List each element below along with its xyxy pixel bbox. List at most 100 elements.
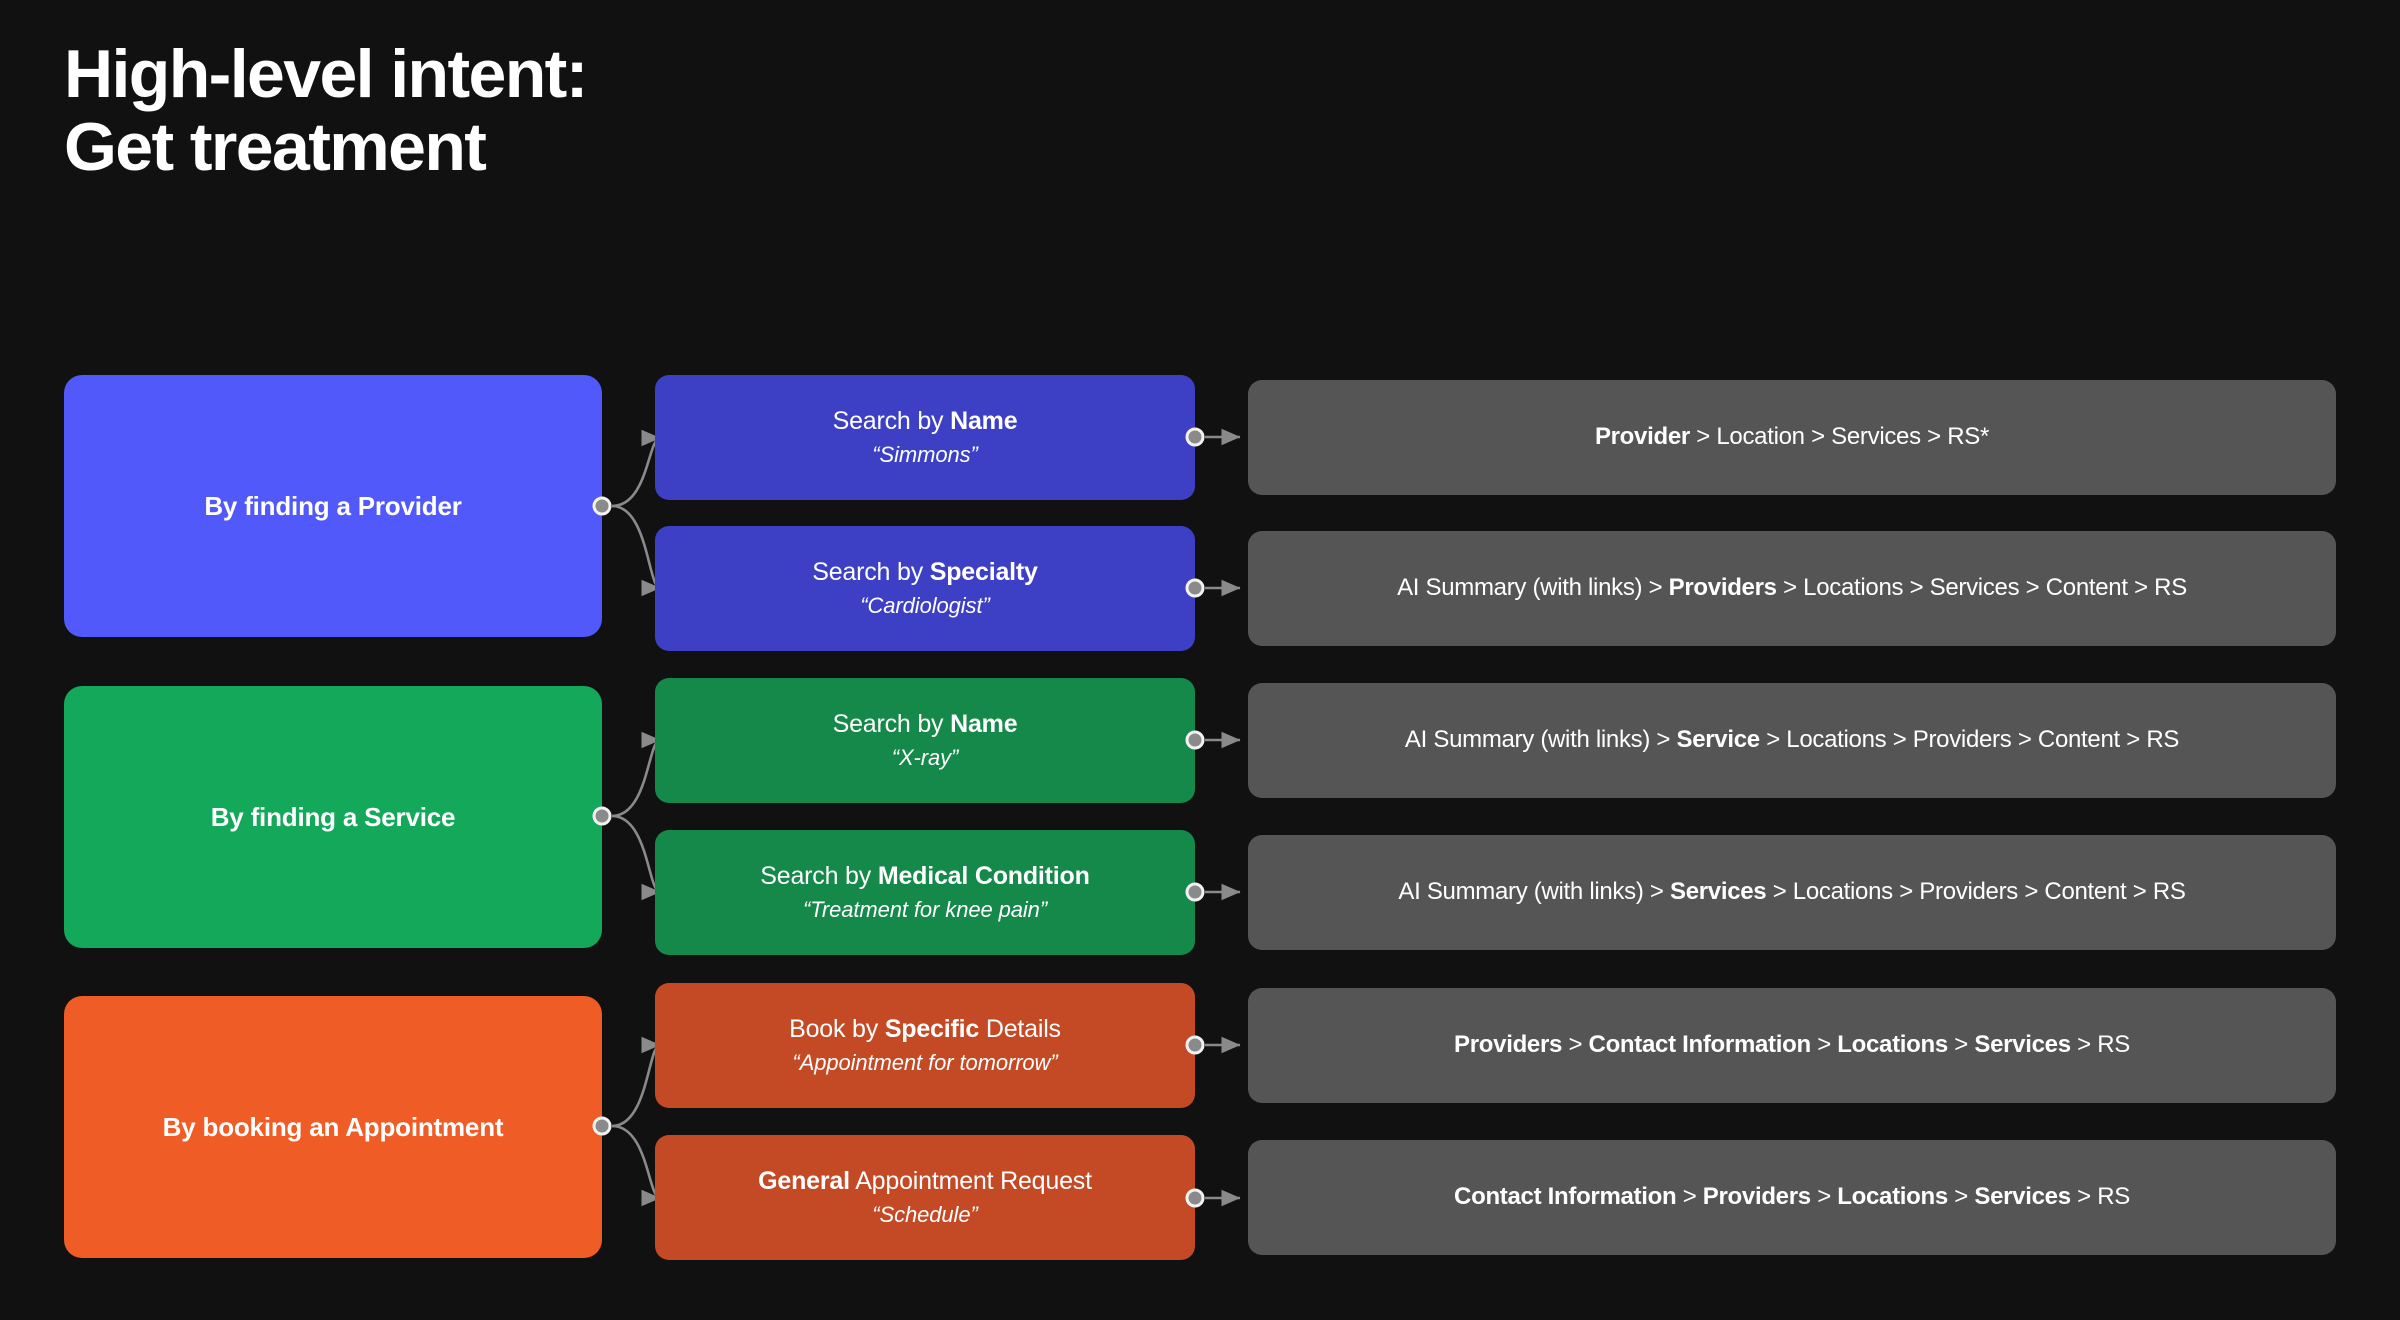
result-separator: > (2019, 574, 2046, 602)
query-title: Book by Specific Details (789, 1014, 1061, 1043)
result-separator: > (2070, 1031, 2098, 1059)
result-segment: Contact Information (1454, 1183, 1677, 1211)
query-example: “Simmons” (872, 442, 978, 468)
result-segment: RS* (1947, 423, 1990, 451)
result-segment: Providers (1912, 726, 2012, 754)
result-segment: Provider (1594, 423, 1690, 451)
result-segment: Locations (1803, 574, 1904, 602)
result-sequence: AI Summary (with links) > Services > Loc… (1398, 878, 2186, 907)
result-segment: AI Summary (with links) (1398, 878, 1644, 906)
result-separator: > (1810, 1183, 1838, 1211)
result-separator: > (1689, 423, 1717, 451)
result-card-appointment-general[interactable]: Contact Information > Providers > Locati… (1248, 1140, 2336, 1255)
result-segment: Locations (1786, 726, 1887, 754)
query-card-appointment-general[interactable]: General Appointment Request “Schedule” (655, 1135, 1195, 1260)
result-separator: > (1759, 726, 1787, 754)
query-example: “Appointment for tomorrow” (792, 1050, 1058, 1076)
result-separator: > (1903, 574, 1930, 602)
result-separator: > (1886, 726, 1913, 754)
result-segment: Providers (1702, 1183, 1811, 1211)
connector-dot-query-appointment-specific (1185, 1035, 1205, 1055)
result-segment: Locations (1837, 1183, 1948, 1211)
query-title: Search by Medical Condition (760, 861, 1090, 890)
result-segment: RS (2152, 878, 2186, 906)
result-segment: Services (1669, 878, 1767, 906)
result-separator: > (1804, 423, 1832, 451)
result-sequence: Providers > Contact Information > Locati… (1454, 1031, 2130, 1060)
query-card-provider-name[interactable]: Search by Name “Simmons” (655, 375, 1195, 500)
result-separator: > (1776, 574, 1804, 602)
result-segment: RS (2146, 726, 2180, 754)
connector-dot-query-provider-specialty (1185, 578, 1205, 598)
result-separator: > (1643, 878, 1670, 906)
result-segment: Services (1974, 1183, 2071, 1211)
result-separator: > (1650, 726, 1677, 754)
query-title: Search by Name (832, 406, 1018, 435)
result-segment: Services (1831, 423, 1921, 451)
result-segment: Content (2045, 574, 2128, 602)
result-segment: Services (1929, 574, 2020, 602)
page-title: High-level intent: Get treatment (64, 36, 588, 185)
result-separator: > (2127, 574, 2155, 602)
result-separator: > (2070, 1183, 2098, 1211)
result-segment: Locations (1837, 1031, 1948, 1059)
result-segment: Providers (1668, 574, 1777, 602)
result-segment: Providers (1454, 1031, 1563, 1059)
result-separator: > (1642, 574, 1669, 602)
result-sequence: Provider > Location > Services > RS* (1595, 423, 1989, 452)
result-segment: AI Summary (with links) (1404, 726, 1651, 754)
result-separator: > (2126, 878, 2153, 906)
query-card-appointment-specific[interactable]: Book by Specific Details “Appointment fo… (655, 983, 1195, 1108)
query-card-service-name[interactable]: Search by Name “X-ray” (655, 678, 1195, 803)
result-card-service-name[interactable]: AI Summary (with links) > Service > Loca… (1248, 683, 2336, 798)
connector-dot-provider (592, 496, 612, 516)
result-separator: > (1562, 1031, 1589, 1059)
query-title: Search by Name (832, 709, 1018, 738)
query-card-provider-specialty[interactable]: Search by Specialty “Cardiologist” (655, 526, 1195, 651)
connector-dot-service (592, 806, 612, 826)
result-separator: > (2011, 726, 2038, 754)
result-separator: > (1947, 1183, 1975, 1211)
result-card-provider-name[interactable]: Provider > Location > Services > RS* (1248, 380, 2336, 495)
result-segment: Content (2044, 878, 2127, 906)
result-card-provider-specialty[interactable]: AI Summary (with links) > Providers > Lo… (1248, 531, 2336, 646)
result-segment: Providers (1919, 878, 2018, 906)
intent-card-label: By finding a Provider (204, 490, 462, 521)
result-card-service-condition[interactable]: AI Summary (with links) > Services > Loc… (1248, 835, 2336, 950)
intent-card-appointment[interactable]: By booking an Appointment (64, 996, 602, 1258)
query-example: “Schedule” (872, 1202, 978, 1228)
intent-card-label: By finding a Service (210, 801, 456, 832)
result-segment: Locations (1792, 878, 1893, 906)
result-segment: Location (1716, 423, 1805, 451)
result-separator: > (1766, 878, 1793, 906)
result-segment: Services (1974, 1031, 2071, 1059)
connector-dot-query-service-name (1185, 730, 1205, 750)
result-card-appointment-specific[interactable]: Providers > Contact Information > Locati… (1248, 988, 2336, 1103)
connector-dot-query-provider-name (1185, 427, 1205, 447)
result-sequence: AI Summary (with links) > Service > Loca… (1405, 726, 2179, 755)
result-segment: AI Summary (with links) (1397, 574, 1643, 602)
result-separator: > (2017, 878, 2045, 906)
query-title: General Appointment Request (758, 1166, 1092, 1195)
result-separator: > (2119, 726, 2147, 754)
query-card-service-condition[interactable]: Search by Medical Condition “Treatment f… (655, 830, 1195, 955)
result-segment: Service (1676, 726, 1761, 754)
result-separator: > (1892, 878, 1920, 906)
intent-card-provider[interactable]: By finding a Provider (64, 375, 602, 637)
result-separator: > (1920, 423, 1948, 451)
result-sequence: AI Summary (with links) > Providers > Lo… (1397, 574, 2187, 603)
query-example: “Treatment for knee pain” (802, 897, 1048, 923)
result-segment: RS (2097, 1183, 2130, 1211)
connector-dot-appointment (592, 1116, 612, 1136)
result-segment: Content (2037, 726, 2120, 754)
result-segment: RS (2097, 1031, 2130, 1059)
result-separator: > (1676, 1183, 1703, 1211)
query-example: “Cardiologist” (860, 593, 990, 619)
connector-dot-query-appointment-general (1185, 1188, 1205, 1208)
result-separator: > (1947, 1031, 1975, 1059)
query-title: Search by Specialty (812, 557, 1038, 586)
intent-card-label: By booking an Appointment (162, 1111, 504, 1142)
intent-card-service[interactable]: By finding a Service (64, 686, 602, 948)
connector-dot-query-service-condition (1185, 882, 1205, 902)
